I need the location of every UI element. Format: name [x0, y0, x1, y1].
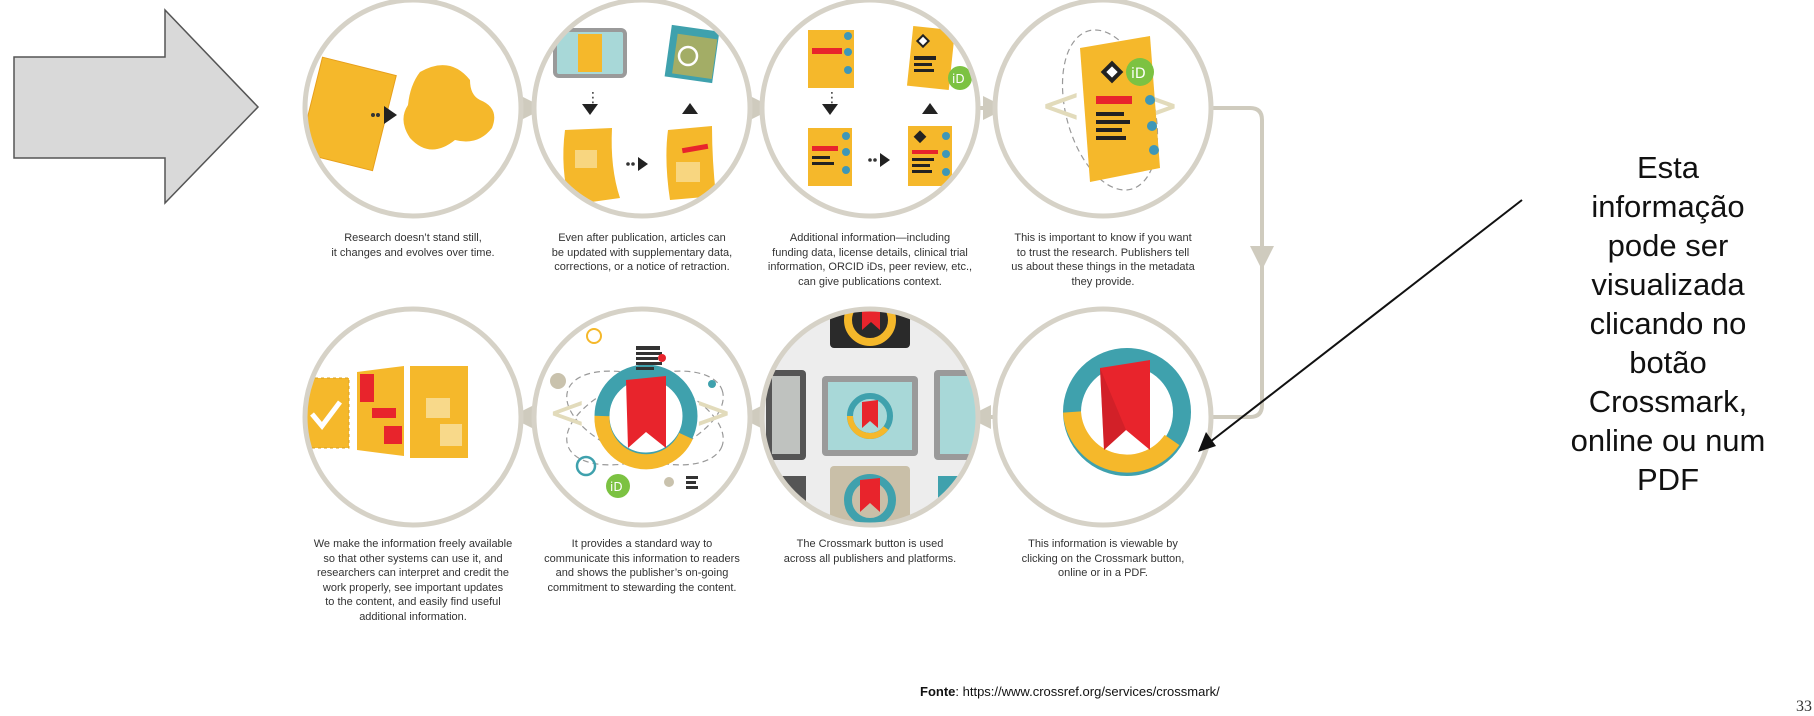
step5-illustration: [992, 306, 1214, 528]
svg-text:⋮: ⋮: [825, 90, 839, 106]
caption-step3: Additional information—including funding…: [767, 232, 973, 288]
orcid-label: iD: [952, 72, 965, 86]
step8-illustration: [302, 306, 524, 528]
caption-step7: It provides a standard way to communicat…: [544, 538, 740, 594]
source-citation: Fonte: https://www.crossref.org/services…: [920, 684, 1220, 699]
step3-illustration: iD ⋮: [759, 0, 981, 219]
step4-illustration: < > iD: [992, 0, 1214, 219]
svg-text:>: >: [694, 385, 733, 439]
source-url[interactable]: : https://www.crossref.org/services/cros…: [955, 684, 1220, 699]
caption-step1: Research doesn’t stand still, it changes…: [331, 232, 495, 259]
svg-text:<: <: [1040, 76, 1082, 134]
source-label: Fonte: [920, 684, 956, 699]
caption-step2: Even after publication, articles can be …: [551, 232, 733, 273]
page-number: 33: [1796, 698, 1812, 715]
side-note-text: Esta informação pode ser visualizada cli…: [1570, 150, 1766, 497]
step7-illustration: < > iD: [531, 306, 753, 528]
step2-illustration: ⋮: [531, 0, 753, 219]
caption-step8: We make the information freely available…: [313, 538, 513, 623]
orcid-label-small: iD: [1131, 66, 1146, 82]
caption-step4: This is important to know if you want to…: [1011, 232, 1195, 288]
step1-illustration: [302, 0, 524, 219]
step6-illustration: [759, 306, 981, 528]
svg-text:⋮: ⋮: [586, 90, 600, 106]
annotation-arrow: [1198, 199, 1523, 452]
caption-step5: This information is viewable by clicking…: [1021, 538, 1185, 579]
svg-text:<: <: [548, 385, 587, 439]
pointer-arrow-shape: [13, 8, 260, 205]
caption-step6: The Crossmark button is used across all …: [783, 538, 957, 565]
svg-text:iD: iD: [610, 480, 623, 494]
